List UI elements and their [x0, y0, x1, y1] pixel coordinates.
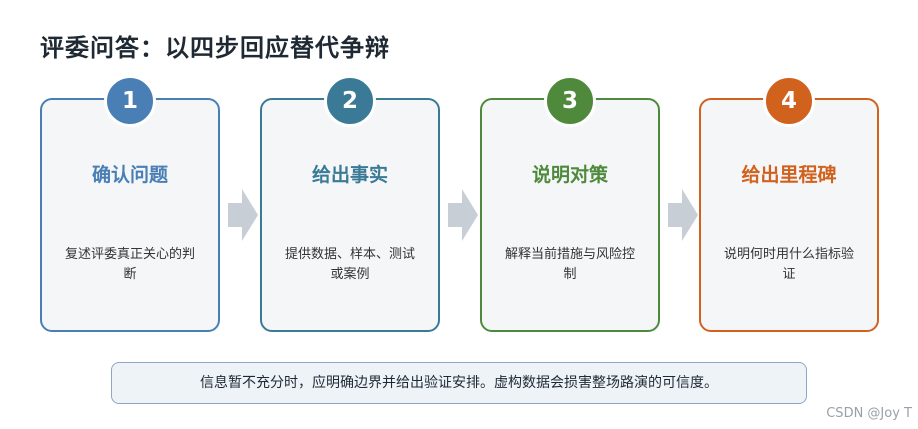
page-title: 评委问答：以四步回应替代争辩	[40, 34, 390, 62]
step-card-milestones: 4 给出里程碑 说明何时用什么指标验证	[699, 75, 879, 332]
step-title: 确认问题	[91, 164, 168, 186]
step-card-measures: 3 说明对策 解释当前措施与风险控制	[480, 75, 660, 332]
step-card-facts: 2 给出事实 提供数据、样本、测试或案例	[260, 75, 440, 332]
arrow-right-icon	[668, 189, 698, 241]
step-title: 给出事实	[311, 164, 388, 186]
note-box: 信息暂不充分时，应明确边界并给出验证安排。虚构数据会损害整场路演的可信度。	[111, 362, 807, 404]
step-number-badge: 1	[104, 75, 156, 127]
step-number-badge: 4	[763, 75, 815, 127]
arrow-right-icon	[228, 189, 258, 241]
step-title: 给出里程碑	[741, 164, 837, 186]
watermark: CSDN @Joy T	[826, 406, 912, 421]
step-card-confirm: 1 确认问题 复述评委真正关心的判断	[40, 75, 220, 332]
arrow-right-icon	[448, 189, 478, 241]
step-number-badge: 3	[544, 75, 596, 127]
step-description: 解释当前措施与风险控制	[504, 247, 635, 282]
step-description: 提供数据、样本、测试或案例	[284, 247, 415, 282]
step-description: 复述评委真正关心的判断	[64, 247, 195, 282]
step-description: 说明何时用什么指标验证	[723, 247, 854, 282]
step-number-badge: 2	[324, 75, 376, 127]
step-title: 说明对策	[531, 164, 608, 186]
